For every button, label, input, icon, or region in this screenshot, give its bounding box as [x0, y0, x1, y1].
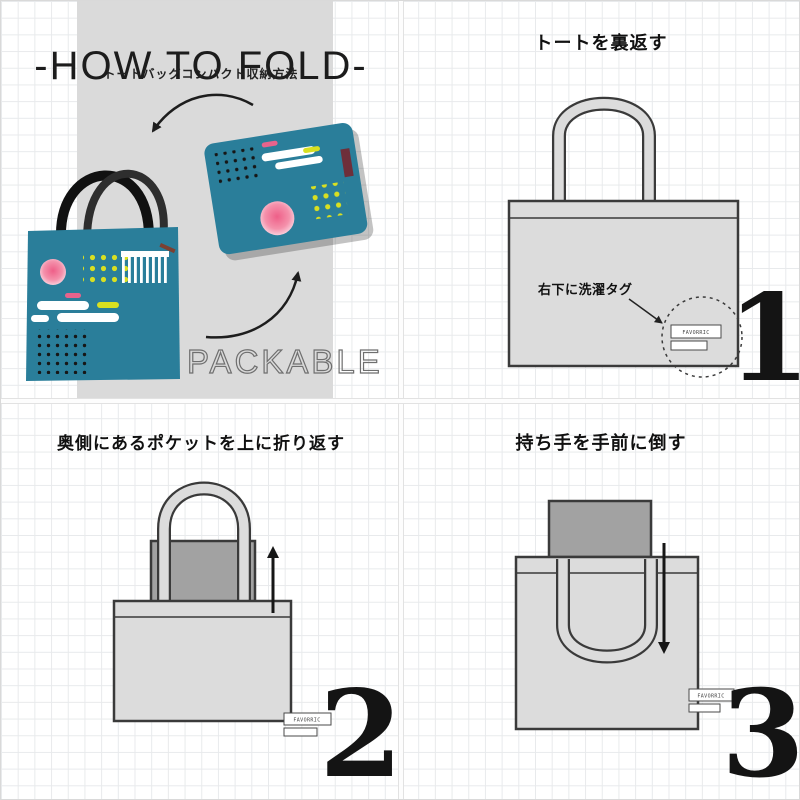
tote-handle — [55, 170, 154, 238]
folded-black-dots — [214, 146, 262, 186]
tag-brand-text: FAVORRIC — [293, 718, 320, 724]
laundry-tag: FAVORRIC — [688, 688, 735, 713]
fold-cycle-arrow-bottom — [205, 271, 302, 339]
cloud-motif — [31, 293, 119, 322]
step3-illustration: FAVORRIC 3 — [514, 499, 800, 800]
panel-step-2: 奥側にあるポケットを上に折り返す FAVORRIC 2 — [1, 401, 401, 800]
step2-title: 奥側にあるポケットを上に折り返す — [57, 434, 345, 453]
fold-cycle-arrow-top — [151, 93, 254, 133]
comb-motif — [121, 251, 169, 283]
tag-brand-text: FAVORRIC — [682, 330, 709, 336]
laundry-tag: FAVORRIC — [283, 712, 332, 737]
tote-outline-step2 — [112, 481, 293, 723]
note-pointer-arrow — [628, 298, 663, 324]
step3-number: 3 — [721, 664, 800, 800]
folded-pocket — [547, 499, 653, 559]
step1-illustration: 右下に洗濯タグ FAVORRIC 1 — [507, 96, 800, 401]
step2-illustration: FAVORRIC 2 — [112, 481, 401, 800]
tote-bag-product — [26, 169, 180, 381]
folded-cloud-motif — [261, 140, 323, 170]
black-dots-motif — [34, 329, 90, 374]
laundry-tag-note: 右下に洗濯タグ — [537, 282, 633, 297]
folded-sun-motif — [260, 201, 295, 236]
handle-outline — [552, 96, 656, 203]
handle-fill — [159, 483, 249, 603]
panel-step-1: トートを裏返す 右下に洗濯タグ FAVORRIC 1 — [401, 1, 800, 401]
sun-motif — [40, 259, 66, 285]
folded-bag — [204, 122, 374, 261]
tote-outline-step3 — [514, 499, 700, 731]
tag-brand-text: FAVORRIC — [697, 694, 724, 700]
bag-body — [112, 599, 293, 723]
horizontal-divider — [1, 398, 799, 404]
panel-intro: PACKABLE -HOW TO FOLD- トートバッグコンパクト収納方法 — [1, 1, 401, 401]
handle-fill — [554, 99, 654, 203]
handle-fill — [558, 559, 656, 662]
step1-title: トートを裏返す — [534, 33, 668, 53]
step3-title: 持ち手を手前に倒す — [515, 433, 687, 453]
tag-highlight-circle — [661, 296, 743, 378]
bag-body — [514, 555, 700, 731]
panel-step-3: 持ち手を手前に倒す FAVORRIC 3 — [401, 401, 800, 800]
folded-yellow-dots — [310, 181, 349, 220]
step2-number: 2 — [319, 664, 401, 800]
tote-handle-back — [83, 169, 168, 240]
packable-label: PACKABLE — [187, 343, 383, 380]
main-title: -HOW TO FOLD- — [34, 43, 368, 88]
intro-illustration: PACKABLE — [26, 93, 383, 381]
step1-number: 1 — [727, 268, 800, 401]
comb-handle-motif — [159, 243, 176, 254]
folded-strap — [340, 148, 354, 178]
laundry-tag: FAVORRIC — [670, 324, 722, 351]
yellow-dots-motif — [83, 253, 128, 285]
main-subtitle: トートバッグコンパクト収納方法 — [103, 67, 299, 81]
